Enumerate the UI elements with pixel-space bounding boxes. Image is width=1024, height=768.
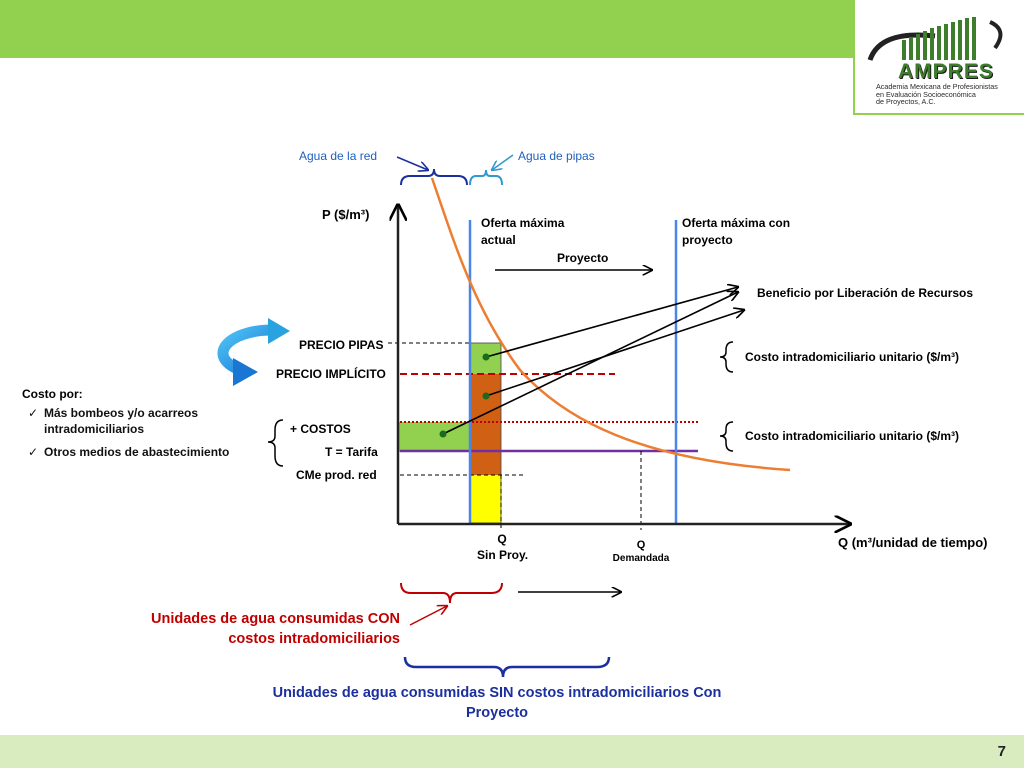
- brace-sin-costos: [403, 656, 611, 678]
- agua-red-label: Agua de la red: [299, 149, 378, 163]
- top-green-bar: [0, 0, 855, 58]
- circular-arrow-icon: [217, 318, 290, 386]
- costo-intradomiciliario-label-1: Costo intradomiciliario unitario ($/m³): [745, 350, 960, 364]
- oferta-proyecto-label: Oferta máxima con proyecto: [682, 216, 791, 247]
- logo-description: Academia Mexicana de Profesionistas en E…: [876, 82, 998, 106]
- agua-pipas-label: Agua de pipas: [518, 149, 595, 163]
- brace-left-costos: [267, 419, 284, 467]
- demand-curve: [430, 177, 791, 472]
- page-number: 7: [997, 743, 1006, 760]
- orange-area: [470, 374, 501, 475]
- brace-agua-red: [400, 168, 468, 186]
- precio-pipas-label: PRECIO PIPAS: [299, 338, 384, 352]
- yellow-area: [470, 475, 501, 523]
- costo-por-title: Costo por:: [22, 387, 83, 401]
- brace-agua-pipas: [469, 169, 503, 186]
- beneficio-arrow-1: [485, 287, 738, 358]
- ampres-logo-graphic: [867, 17, 1003, 61]
- beneficio-arrow-3: [442, 292, 738, 435]
- beneficio-arrow-2: [485, 310, 744, 397]
- agua-pipas-arrow: [492, 154, 514, 170]
- q-demandada-label: Q Demandada: [612, 539, 670, 564]
- tarifa-label: T = Tarifa: [325, 445, 378, 459]
- costo-intradomiciliario-label-2: Costo intradomiciliario unitario ($/m³): [745, 429, 960, 443]
- cme-label: CMe prod. red: [296, 468, 377, 482]
- beneficio-label: Beneficio por Liberación de Recursos: [757, 286, 974, 300]
- con-costos-pointer: [409, 606, 447, 626]
- logo-name: AMPRES: [898, 60, 994, 83]
- y-axis-label: P ($/m³): [322, 207, 370, 222]
- costos-label: + COSTOS: [290, 422, 351, 436]
- q-sin-proy-label: Q Sin Proy.: [477, 532, 529, 562]
- brace-costo-1: [719, 341, 734, 373]
- sin-costos-label: Unidades de agua consumidas SIN costos i…: [272, 685, 722, 721]
- bottom-green-bar: [0, 735, 1024, 768]
- check-icon: ✓: [28, 445, 39, 459]
- brace-costo-2: [719, 421, 734, 452]
- check-icon: ✓: [28, 406, 39, 420]
- costo-por-item: ✓Otros medios de abastecimiento: [28, 445, 230, 459]
- brace-con-costos: [400, 582, 503, 604]
- proyecto-label: Proyecto: [557, 251, 609, 265]
- precio-implicito-label: PRECIO IMPLÍCITO: [276, 367, 386, 381]
- oferta-actual-label: Oferta máxima actual: [481, 216, 565, 247]
- agua-red-arrow: [396, 156, 428, 170]
- x-axis-label: Q (m³/unidad de tiempo): [838, 535, 988, 550]
- con-costos-label: Unidades de agua consumidas CON costos i…: [151, 611, 400, 647]
